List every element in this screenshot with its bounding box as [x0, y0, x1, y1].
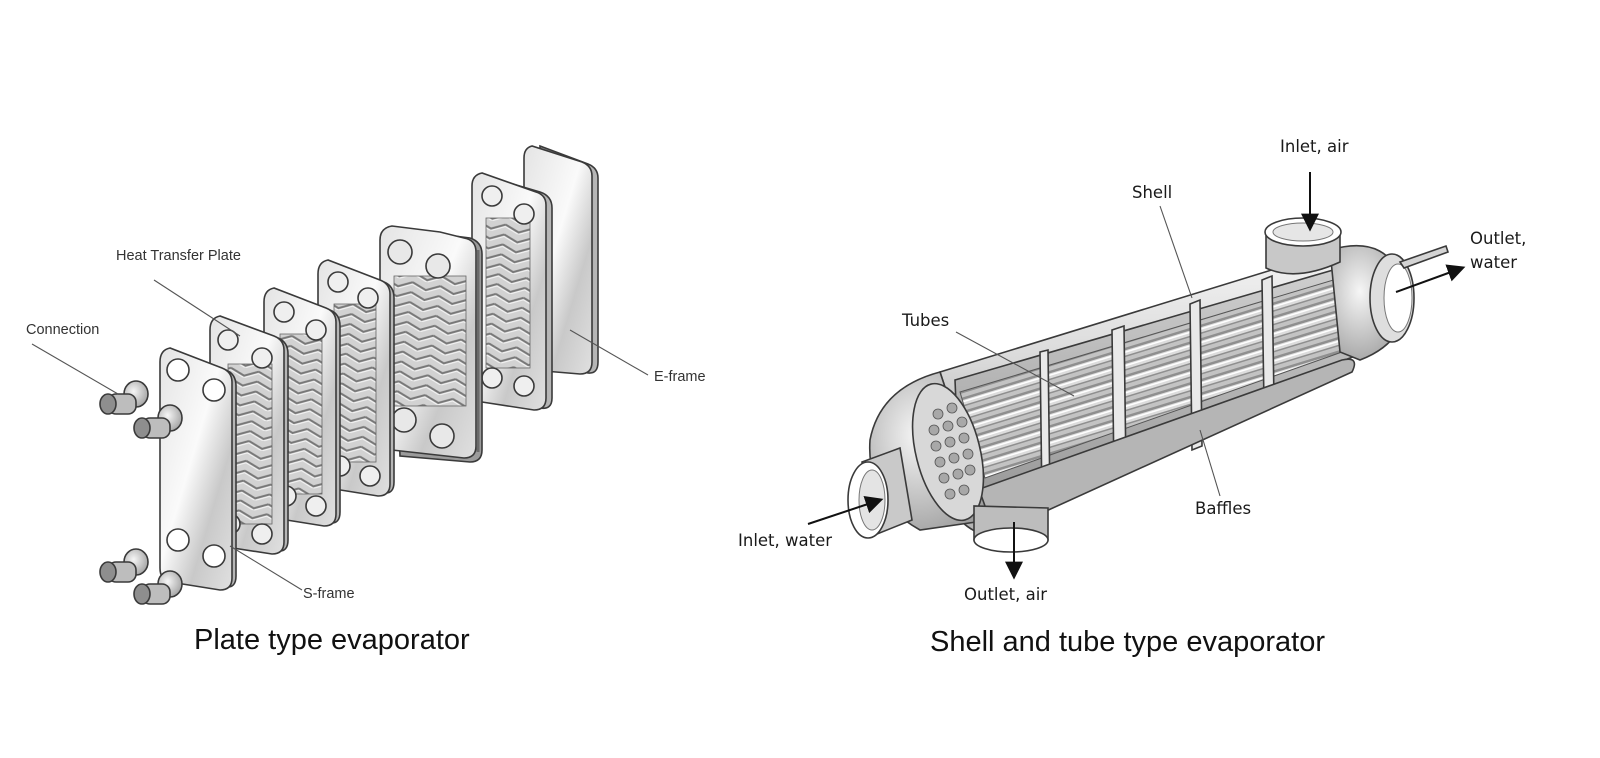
heat-transfer-plate-5	[471, 172, 553, 411]
shell-tube-evaporator-illustration: Inlet, air Shell Outlet, water Tubes Inl…	[738, 137, 1526, 604]
air-outlet-nozzle	[973, 505, 1049, 553]
label-e-frame: E-frame	[654, 369, 706, 385]
label-s-frame: S-frame	[303, 586, 355, 602]
caption-shell-tube-evaporator: Shell and tube type evaporator	[930, 626, 1325, 658]
caption-plate-evaporator: Plate type evaporator	[194, 624, 470, 656]
label-shell: Shell	[1132, 183, 1172, 202]
label-outlet-water-line2: water	[1470, 253, 1517, 272]
label-outlet-water-line1: Outlet,	[1470, 229, 1526, 248]
tube-sheet-holes	[928, 402, 976, 500]
label-heat-transfer-plate: Heat Transfer Plate	[116, 248, 241, 264]
right-end-cap	[1329, 244, 1450, 361]
label-connection: Connection	[26, 322, 99, 338]
label-tubes: Tubes	[901, 311, 949, 330]
label-outlet-air: Outlet, air	[964, 585, 1047, 604]
plate-leader-lines	[31, 279, 649, 591]
heat-transfer-plate-pack	[379, 225, 483, 463]
label-inlet-water: Inlet, water	[738, 531, 832, 550]
connection-fittings	[99, 380, 183, 605]
air-inlet-nozzle	[1264, 217, 1342, 275]
label-baffles: Baffles	[1195, 499, 1251, 518]
s-frame-plate	[159, 347, 237, 591]
label-inlet-air: Inlet, air	[1280, 137, 1349, 156]
water-inlet-nozzle	[847, 446, 913, 539]
arrow-outlet-water	[1395, 264, 1466, 293]
plate-evaporator-illustration: Connection Heat Transfer Plate E-frame S…	[26, 144, 706, 605]
arrow-inlet-water	[807, 496, 884, 525]
flow-arrows	[807, 172, 1466, 580]
shell-leader-lines	[955, 205, 1221, 497]
